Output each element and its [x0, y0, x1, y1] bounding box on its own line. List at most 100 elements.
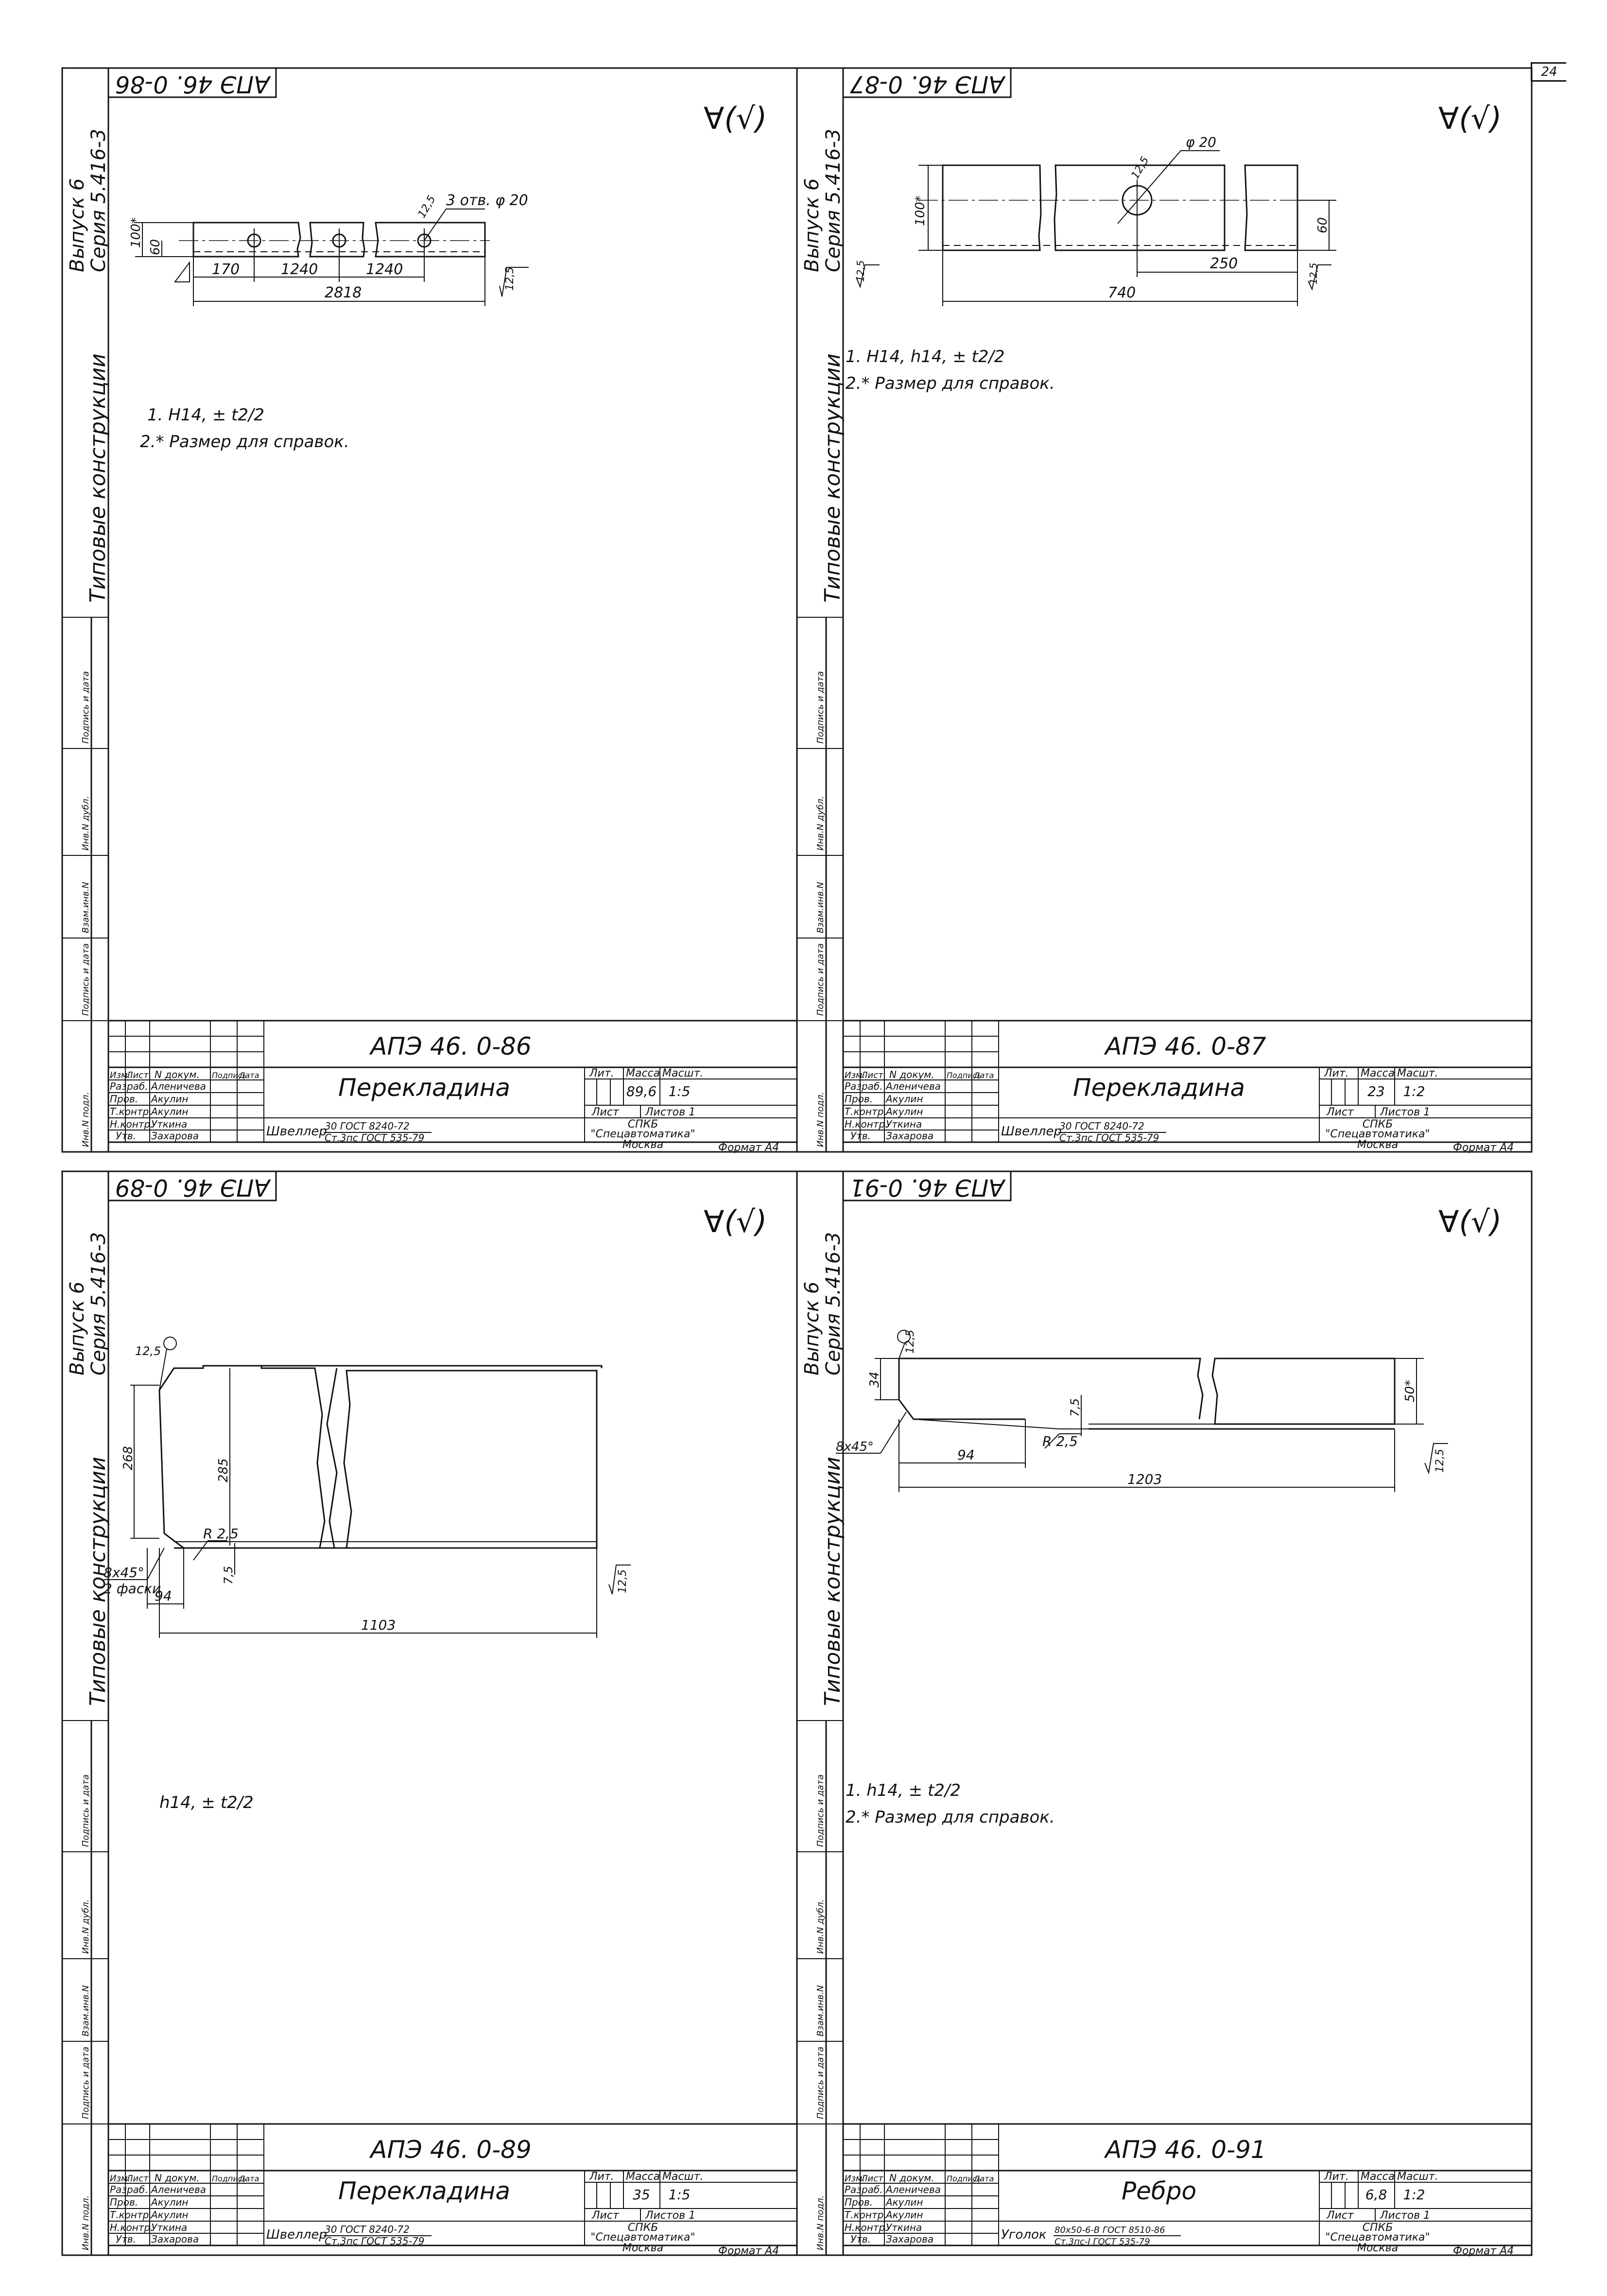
dim-1103: 1103	[361, 1617, 396, 1633]
name-tkontr: Акулин	[885, 1106, 923, 1117]
format-label: Формат А4	[1453, 2245, 1514, 2257]
roughness-mark: ∀(√)	[1438, 101, 1502, 136]
row-nkontr: Н.контр.	[845, 1118, 888, 1130]
mass-value: 6,8	[1365, 2187, 1387, 2203]
note-2: 2.* Размер для справок.	[140, 432, 349, 452]
row-razrab: Разраб.	[110, 1080, 148, 1092]
col-data: Дата	[973, 1071, 994, 1080]
name-utv: Захарова	[151, 2233, 199, 2245]
part-title: Ребро	[1122, 2177, 1196, 2205]
name-nkontr: Уткина	[151, 2222, 187, 2233]
stamp-inv-podl: Инв.N подл.	[815, 2195, 826, 2250]
org-1: СПКБ	[628, 2222, 658, 2234]
format-label: Формат А4	[718, 2245, 779, 2257]
dim-250: 250	[1210, 255, 1238, 272]
dim-chamfer2: 2 фаски	[104, 1581, 161, 1597]
profile-top: 80x50-6-В ГОСТ 8510-86	[1054, 2225, 1165, 2235]
dim-740: 740	[1108, 284, 1136, 301]
row-tkontr: Т.контр.	[845, 1106, 887, 1117]
row-utv: Утв.	[116, 1130, 136, 1142]
title-code: АПЭ 46. 0-91	[1104, 2136, 1266, 2164]
part-drawing: 3 отв. φ 20 12,5 100* 60 170 1240 1240 2…	[129, 192, 529, 306]
dim-2818: 2818	[325, 284, 362, 301]
row-prov: Пров.	[845, 1093, 873, 1105]
dim-r: 12,5	[1129, 155, 1152, 181]
format-label: Формат А4	[718, 1142, 779, 1154]
org-2: "Спецавтоматика"	[590, 2231, 695, 2244]
lit-label: Лит.	[1324, 1067, 1349, 1079]
part-drawing: 34 50* 7,5 R 2,5 12,5 8x45° 94 1203 12,5	[836, 1330, 1448, 1492]
stamp-inv-dubl: Инв.N дубл.	[81, 1899, 91, 1954]
part-title: Перекладина	[338, 1074, 510, 1102]
part-drawing: 268 285 12,5 R 2,5 8x45° 2 фаски 94 7,5 …	[104, 1337, 631, 1638]
roughness-mark: ∀(√)	[704, 101, 767, 136]
name-nkontr: Уткина	[886, 2222, 922, 2233]
dim-r25: R 2,5	[1042, 1433, 1078, 1449]
name-tkontr: Акулин	[150, 1106, 188, 1117]
stamp-inv-podl: Инв.N подл.	[81, 1092, 91, 1147]
dim-1240b: 1240	[366, 261, 403, 278]
dim-75: 7,5	[1068, 1398, 1082, 1417]
title-block: АПЭ 46. 0-89 Перекладина Изм. Лист N док…	[107, 2123, 798, 2257]
col-podpis: Подпись	[212, 1071, 247, 1080]
name-utv: Захарова	[151, 1130, 199, 1142]
name-prov: Акулин	[885, 1093, 923, 1105]
listov-label: Листов 1	[645, 2209, 695, 2222]
masshtab-label: Масшт.	[662, 2171, 704, 2183]
side-tipovye: Типовые конструкции	[86, 1457, 110, 1706]
rough-note-2: 12,5	[1308, 262, 1319, 284]
side-tipovye: Типовые конструкции	[820, 353, 845, 603]
title-code: АПЭ 46. 0-87	[1104, 1032, 1266, 1061]
title-code: АПЭ 46. 0-86	[369, 1032, 532, 1061]
code-box-inverted: АПЭ 46. 0-91	[850, 1174, 1006, 1201]
profile-name: Уголок	[1001, 2227, 1047, 2242]
stamp-podpis-data-2: Подпись и дата	[815, 671, 826, 744]
org-2: "Спецавтоматика"	[590, 1128, 695, 1140]
name-utv: Захарова	[886, 2233, 933, 2245]
col-podpis: Подпись	[947, 2174, 982, 2183]
name-razrab: Аленичева	[150, 2184, 206, 2195]
stamp-podpis-data: Подпись и дата	[815, 943, 826, 1016]
list-label: Лист	[1326, 2209, 1354, 2222]
side-seriya: Серия 5.416-3	[822, 1232, 845, 1375]
profile-top: 30 ГОСТ 8240-72	[325, 1120, 410, 1132]
row-utv: Утв.	[850, 2233, 871, 2245]
org-2: "Спецавтоматика"	[1325, 2231, 1430, 2244]
page-number: 24	[1531, 62, 1566, 82]
side-seriya: Серия 5.416-3	[87, 129, 110, 272]
profile-top: 30 ГОСТ 8240-72	[1059, 1120, 1144, 1132]
col-data: Дата	[973, 2174, 994, 2183]
dim-r25: R 2,5	[203, 1526, 239, 1542]
scale-value: 1:5	[668, 2187, 690, 2203]
col-izm: Изм.	[845, 2174, 865, 2184]
col-ndokum: N докум.	[889, 2172, 934, 2184]
stamp-podpis-data-2: Подпись и дата	[815, 1774, 826, 1847]
profile-top: 30 ГОСТ 8240-72	[325, 2224, 410, 2235]
list-label: Лист	[1326, 1106, 1354, 1118]
stamp-inv-podl: Инв.N подл.	[81, 2195, 91, 2250]
col-list: Лист	[861, 1070, 883, 1080]
col-data: Дата	[239, 2174, 259, 2183]
listov-label: Листов 1	[645, 1106, 695, 1118]
col-izm: Изм.	[110, 1070, 130, 1080]
side-seriya: Серия 5.416-3	[822, 129, 845, 272]
part-title: Перекладина	[338, 2177, 510, 2205]
row-utv: Утв.	[850, 1130, 871, 1142]
dim-75: 7,5	[222, 1566, 235, 1584]
note-1: 1. H14, ± t2/2	[147, 405, 264, 425]
part-drawing: φ 20 12,5 100* 60 250 740 12,5 12,5	[855, 134, 1336, 306]
name-tkontr: Акулин	[150, 2209, 188, 2221]
profile-name: Швеллер	[266, 1124, 327, 1139]
side-tipovye: Типовые конструкции	[86, 353, 110, 603]
col-podpis: Подпись	[212, 2174, 247, 2183]
name-prov: Акулин	[885, 2196, 923, 2208]
org-1: СПКБ	[1363, 1118, 1393, 1131]
stamp-vzam-inv: Взам.инв.N	[815, 882, 826, 933]
org-1: СПКБ	[628, 1118, 658, 1131]
drawing-sheet-0-91: Выпуск 6 Серия 5.416-3 Типовые конструкц…	[796, 1170, 1533, 2257]
side-vypusk: Выпуск 6	[66, 178, 88, 272]
dim-r: 12,5	[904, 1330, 916, 1354]
note-1: 1. h14, ± t2/2	[846, 1781, 961, 1800]
name-razrab: Аленичева	[885, 2184, 941, 2195]
scale-value: 1:5	[668, 1083, 690, 1099]
